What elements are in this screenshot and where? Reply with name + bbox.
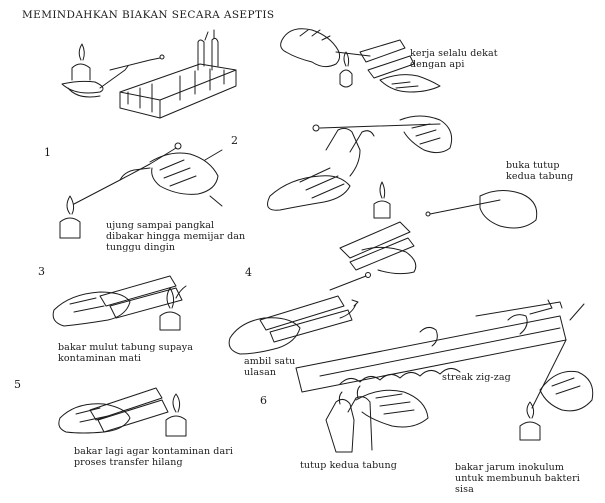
page-title: MEMINDAHKAN BIAKAN SECARA ASEPTIS (22, 9, 275, 21)
hands-near-flame-drawing (280, 28, 441, 93)
step-number-5: 5 (14, 378, 21, 391)
step5-burn-again-drawing (58, 387, 187, 437)
caption-open-caps: buka tutup kedua tabung (506, 160, 574, 182)
step-number-1: 1 (44, 146, 51, 159)
step-number-6: 6 (260, 394, 267, 407)
sterilize-needle-drawing (519, 339, 594, 441)
step-number-3: 3 (38, 265, 45, 278)
caption-close-caps: tutup kedua tabung (300, 460, 397, 471)
step3-burn-mouth-drawing (52, 275, 187, 331)
step-number-4: 4 (245, 266, 252, 279)
caption-heat-loop: ujung sampai pangkal dibakar hingga memi… (106, 220, 246, 253)
step-number-2: 2 (231, 134, 238, 147)
caption-near-flame: kerja selalu dekat dengan api (410, 48, 498, 70)
step6-close-caps-drawing (325, 385, 429, 453)
caption-burn-again: bakar lagi agar kontaminan dari proses t… (74, 446, 234, 468)
caption-streak: streak zig-zag (442, 372, 511, 383)
step1-heat-loop-drawing (59, 142, 223, 239)
step2-open-caps-drawing (267, 115, 538, 275)
burner-and-rack-drawing (61, 29, 237, 119)
caption-burn-mouth: bakar mulut tabung supaya kontaminan mat… (58, 342, 194, 364)
caption-sterilize: bakar jarum inokulum untuk membunuh bakt… (455, 462, 580, 495)
caption-take-loop: ambil satu ulasan (244, 356, 296, 378)
